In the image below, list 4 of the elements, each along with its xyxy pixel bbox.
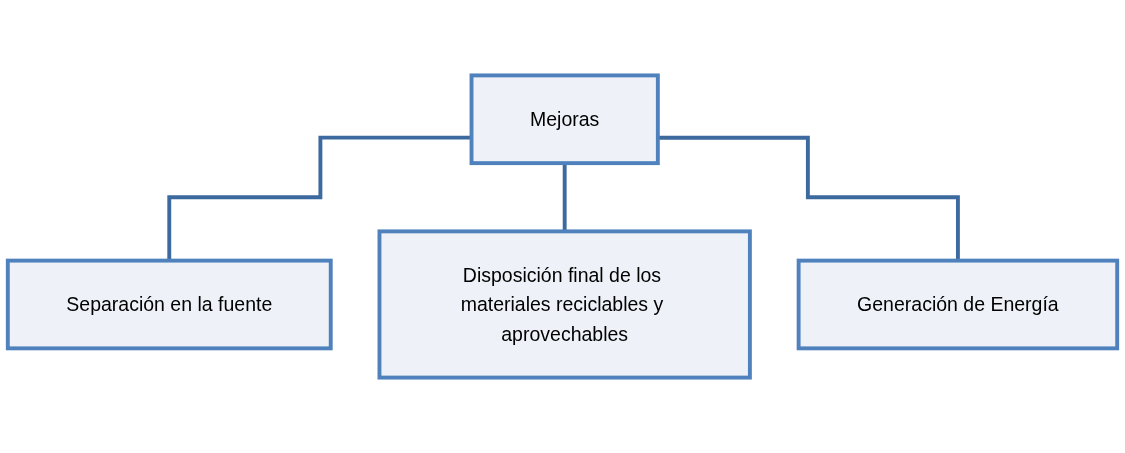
- node-box: Separación en la fuente: [5, 258, 333, 351]
- node-box: Disposición final de los materiales reciclables y aprovechables: [377, 229, 752, 380]
- node-box: Generación de Energía: [796, 258, 1120, 351]
- node-box: Mejoras: [469, 73, 660, 166]
